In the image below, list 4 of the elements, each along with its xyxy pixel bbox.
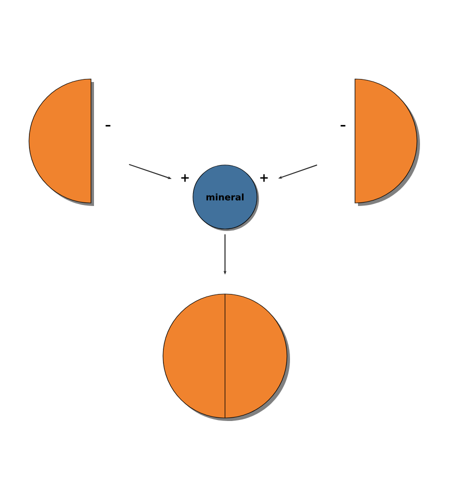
charge-sign: + (181, 174, 189, 182)
charge-sign: – (340, 124, 346, 126)
split-disc (162, 294, 290, 421)
charge-sign: – (106, 124, 110, 126)
